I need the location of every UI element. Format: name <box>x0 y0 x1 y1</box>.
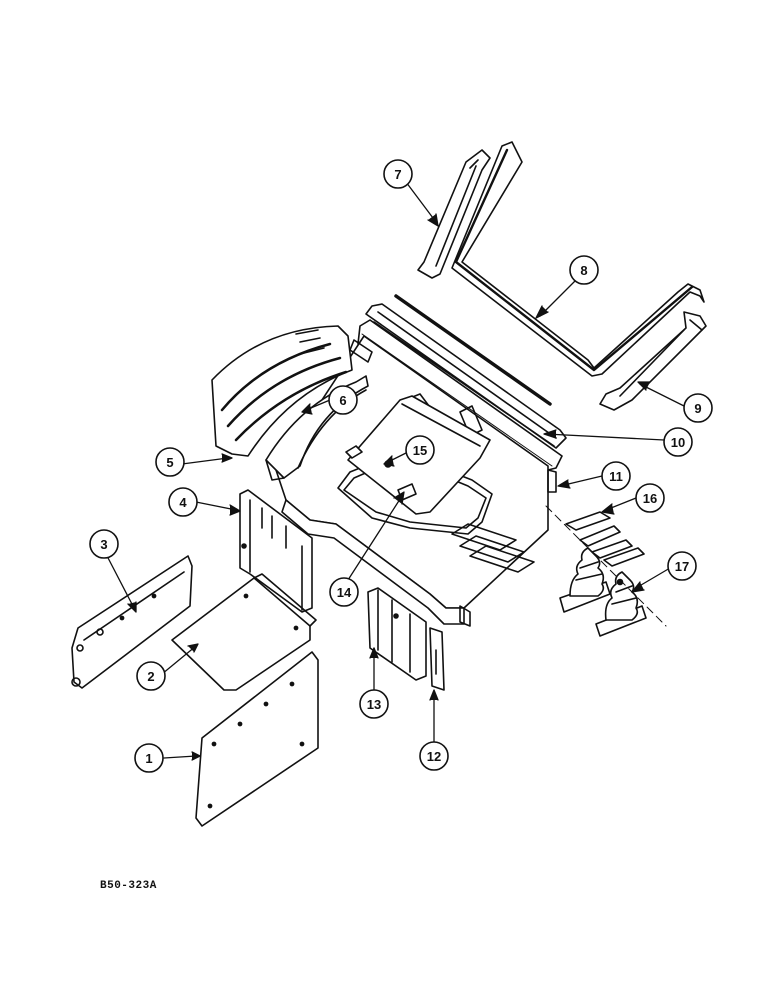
callout-11: 11 <box>601 461 631 491</box>
floor-plate-part-2 <box>171 573 317 691</box>
callout-label-13: 13 <box>367 697 381 712</box>
side-panel-part-1 <box>195 651 319 827</box>
callout-16: 16 <box>635 483 665 513</box>
callout-label-6: 6 <box>339 393 346 408</box>
callout-label-11: 11 <box>609 469 623 484</box>
callout-14: 14 <box>329 577 359 607</box>
callout-label-9: 9 <box>694 401 701 416</box>
side-panel-part-3 <box>71 555 193 689</box>
callout-8: 8 <box>569 255 599 285</box>
callout-2: 2 <box>136 661 166 691</box>
callout-label-15: 15 <box>413 443 427 458</box>
assembly-reference-line <box>545 505 667 627</box>
callout-label-1: 1 <box>145 751 152 766</box>
handrail-part-8 <box>451 141 705 377</box>
callout-label-14: 14 <box>337 585 352 600</box>
pedal-pads-part-16 <box>565 511 645 567</box>
callout-9: 9 <box>683 393 713 423</box>
callout-15: 15 <box>405 435 435 465</box>
callout-label-10: 10 <box>671 435 685 450</box>
callout-leaders <box>105 181 685 761</box>
support-strap-part-9 <box>599 311 707 411</box>
support-strap-part-7 <box>417 149 491 279</box>
callout-label-12: 12 <box>427 749 441 764</box>
bracket-part-4 <box>239 489 313 613</box>
seal-strip-part-10 <box>394 294 552 406</box>
callout-label-8: 8 <box>580 263 587 278</box>
callout-17: 17 <box>667 551 697 581</box>
callout-label-5: 5 <box>166 455 173 470</box>
callout-6: 6 <box>328 385 358 415</box>
callout-3: 3 <box>89 529 119 559</box>
callout-12: 12 <box>419 741 449 771</box>
callout-5: 5 <box>155 447 185 477</box>
boots-part-17 <box>559 547 647 637</box>
small-bracket-part-12 <box>429 627 445 691</box>
callout-label-17: 17 <box>675 559 689 574</box>
callout-label-7: 7 <box>394 167 401 182</box>
callout-13: 13 <box>359 689 389 719</box>
callout-label-3: 3 <box>100 537 107 552</box>
callout-10: 10 <box>663 427 693 457</box>
fender-cover-part-5 <box>211 325 353 457</box>
bracket-part-13 <box>367 587 427 681</box>
callout-7: 7 <box>383 159 413 189</box>
callout-1: 1 <box>134 743 164 773</box>
callout-label-16: 16 <box>643 491 657 506</box>
callout-4: 4 <box>168 487 198 517</box>
callout-label-4: 4 <box>179 495 187 510</box>
figure-reference-code: B50-323A <box>100 880 157 892</box>
callout-label-2: 2 <box>147 669 154 684</box>
